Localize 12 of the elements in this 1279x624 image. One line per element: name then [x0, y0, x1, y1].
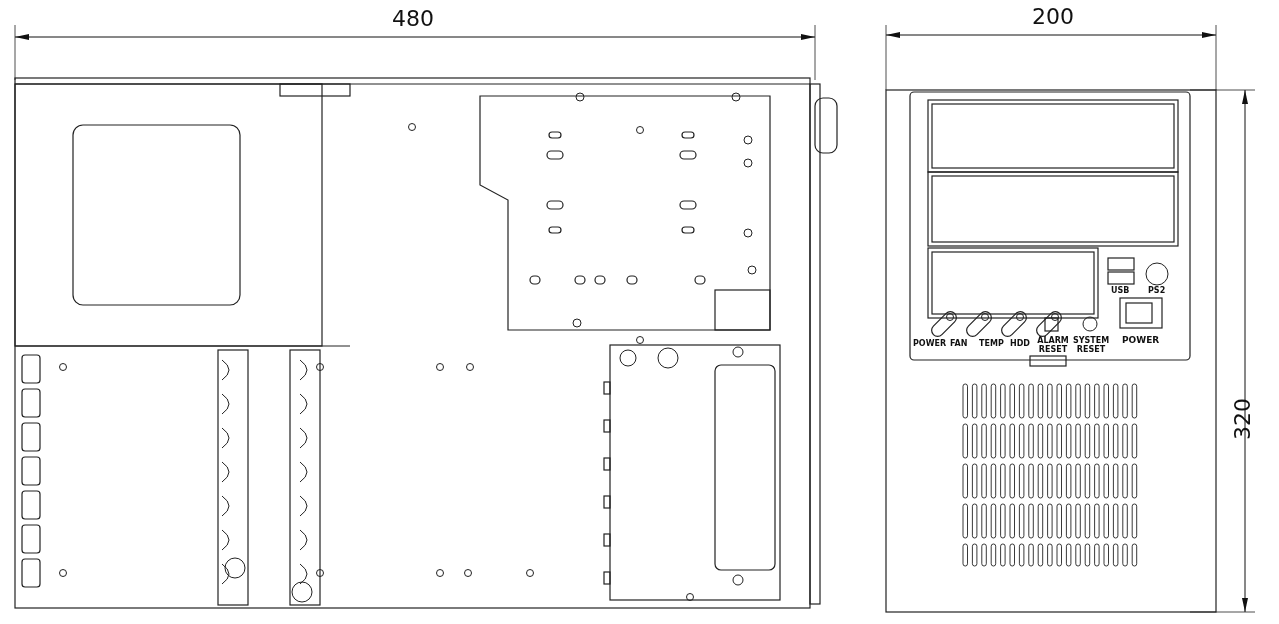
button-label: SYSTEM RESET — [1072, 336, 1110, 354]
led-label: TEMP — [979, 340, 1004, 348]
dimension-value: 200 — [1032, 6, 1074, 28]
led-label: POWER — [913, 340, 947, 348]
port-label: PS2 — [1148, 287, 1166, 295]
dimension-value: 480 — [392, 8, 434, 30]
button-label: ALARM RESET — [1036, 336, 1070, 354]
switch-label: POWER — [1122, 336, 1160, 345]
dimension-value: 320 — [1232, 398, 1254, 440]
led-label: HDD — [1010, 340, 1030, 348]
led-label: FAN — [950, 340, 968, 348]
port-label: USB — [1111, 287, 1130, 295]
